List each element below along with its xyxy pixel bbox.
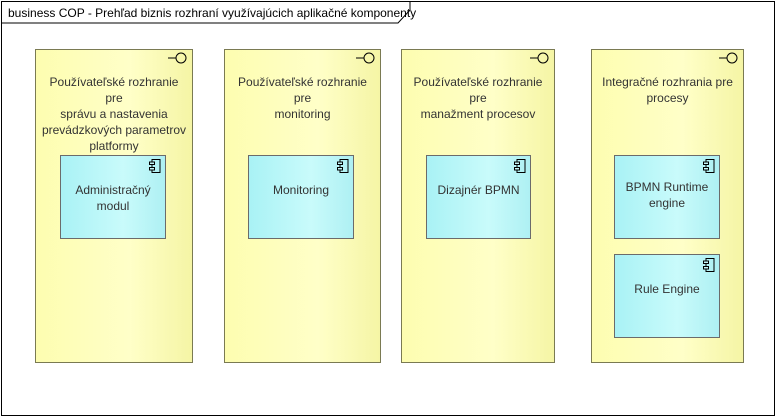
- interface-label: Integračné rozhrania pre procesy: [602, 75, 733, 105]
- interface-lollipop-icon: [356, 52, 375, 64]
- component-icon: [337, 159, 349, 173]
- component-icon: [149, 159, 161, 173]
- component-bpmn-designer[interactable]: Dizajnér BPMN: [426, 155, 531, 239]
- component-admin-module[interactable]: Administračný modul: [60, 155, 166, 239]
- component-icon: [703, 258, 715, 272]
- frame-title: business COP - Prehľad biznis rozhraní v…: [8, 6, 417, 20]
- interface-lollipop-icon: [530, 52, 549, 64]
- component-label: Administračný modul: [75, 183, 151, 213]
- interface-label: Používateľské rozhranie pre manažment pr…: [413, 75, 543, 121]
- component-label: Monitoring: [272, 183, 330, 197]
- interface-label: Používateľské rozhranie pre monitoring: [238, 75, 367, 121]
- component-bpmn-runtime-engine[interactable]: BPMN Runtime engine: [614, 155, 720, 239]
- frame-title-tab: [2, 2, 411, 24]
- component-label: Rule Engine: [634, 282, 700, 296]
- component-rule-engine[interactable]: Rule Engine: [614, 254, 720, 338]
- component-icon: [703, 159, 715, 173]
- component-label: Dizajnér BPMN: [437, 183, 520, 197]
- component-label: BPMN Runtime engine: [625, 180, 709, 210]
- interface-lollipop-icon: [719, 52, 738, 64]
- component-icon: [514, 159, 526, 173]
- interface-label: Používateľské rozhranie pre správu a nas…: [41, 75, 187, 153]
- component-monitoring[interactable]: Monitoring: [248, 155, 354, 239]
- interface-lollipop-icon: [168, 52, 187, 64]
